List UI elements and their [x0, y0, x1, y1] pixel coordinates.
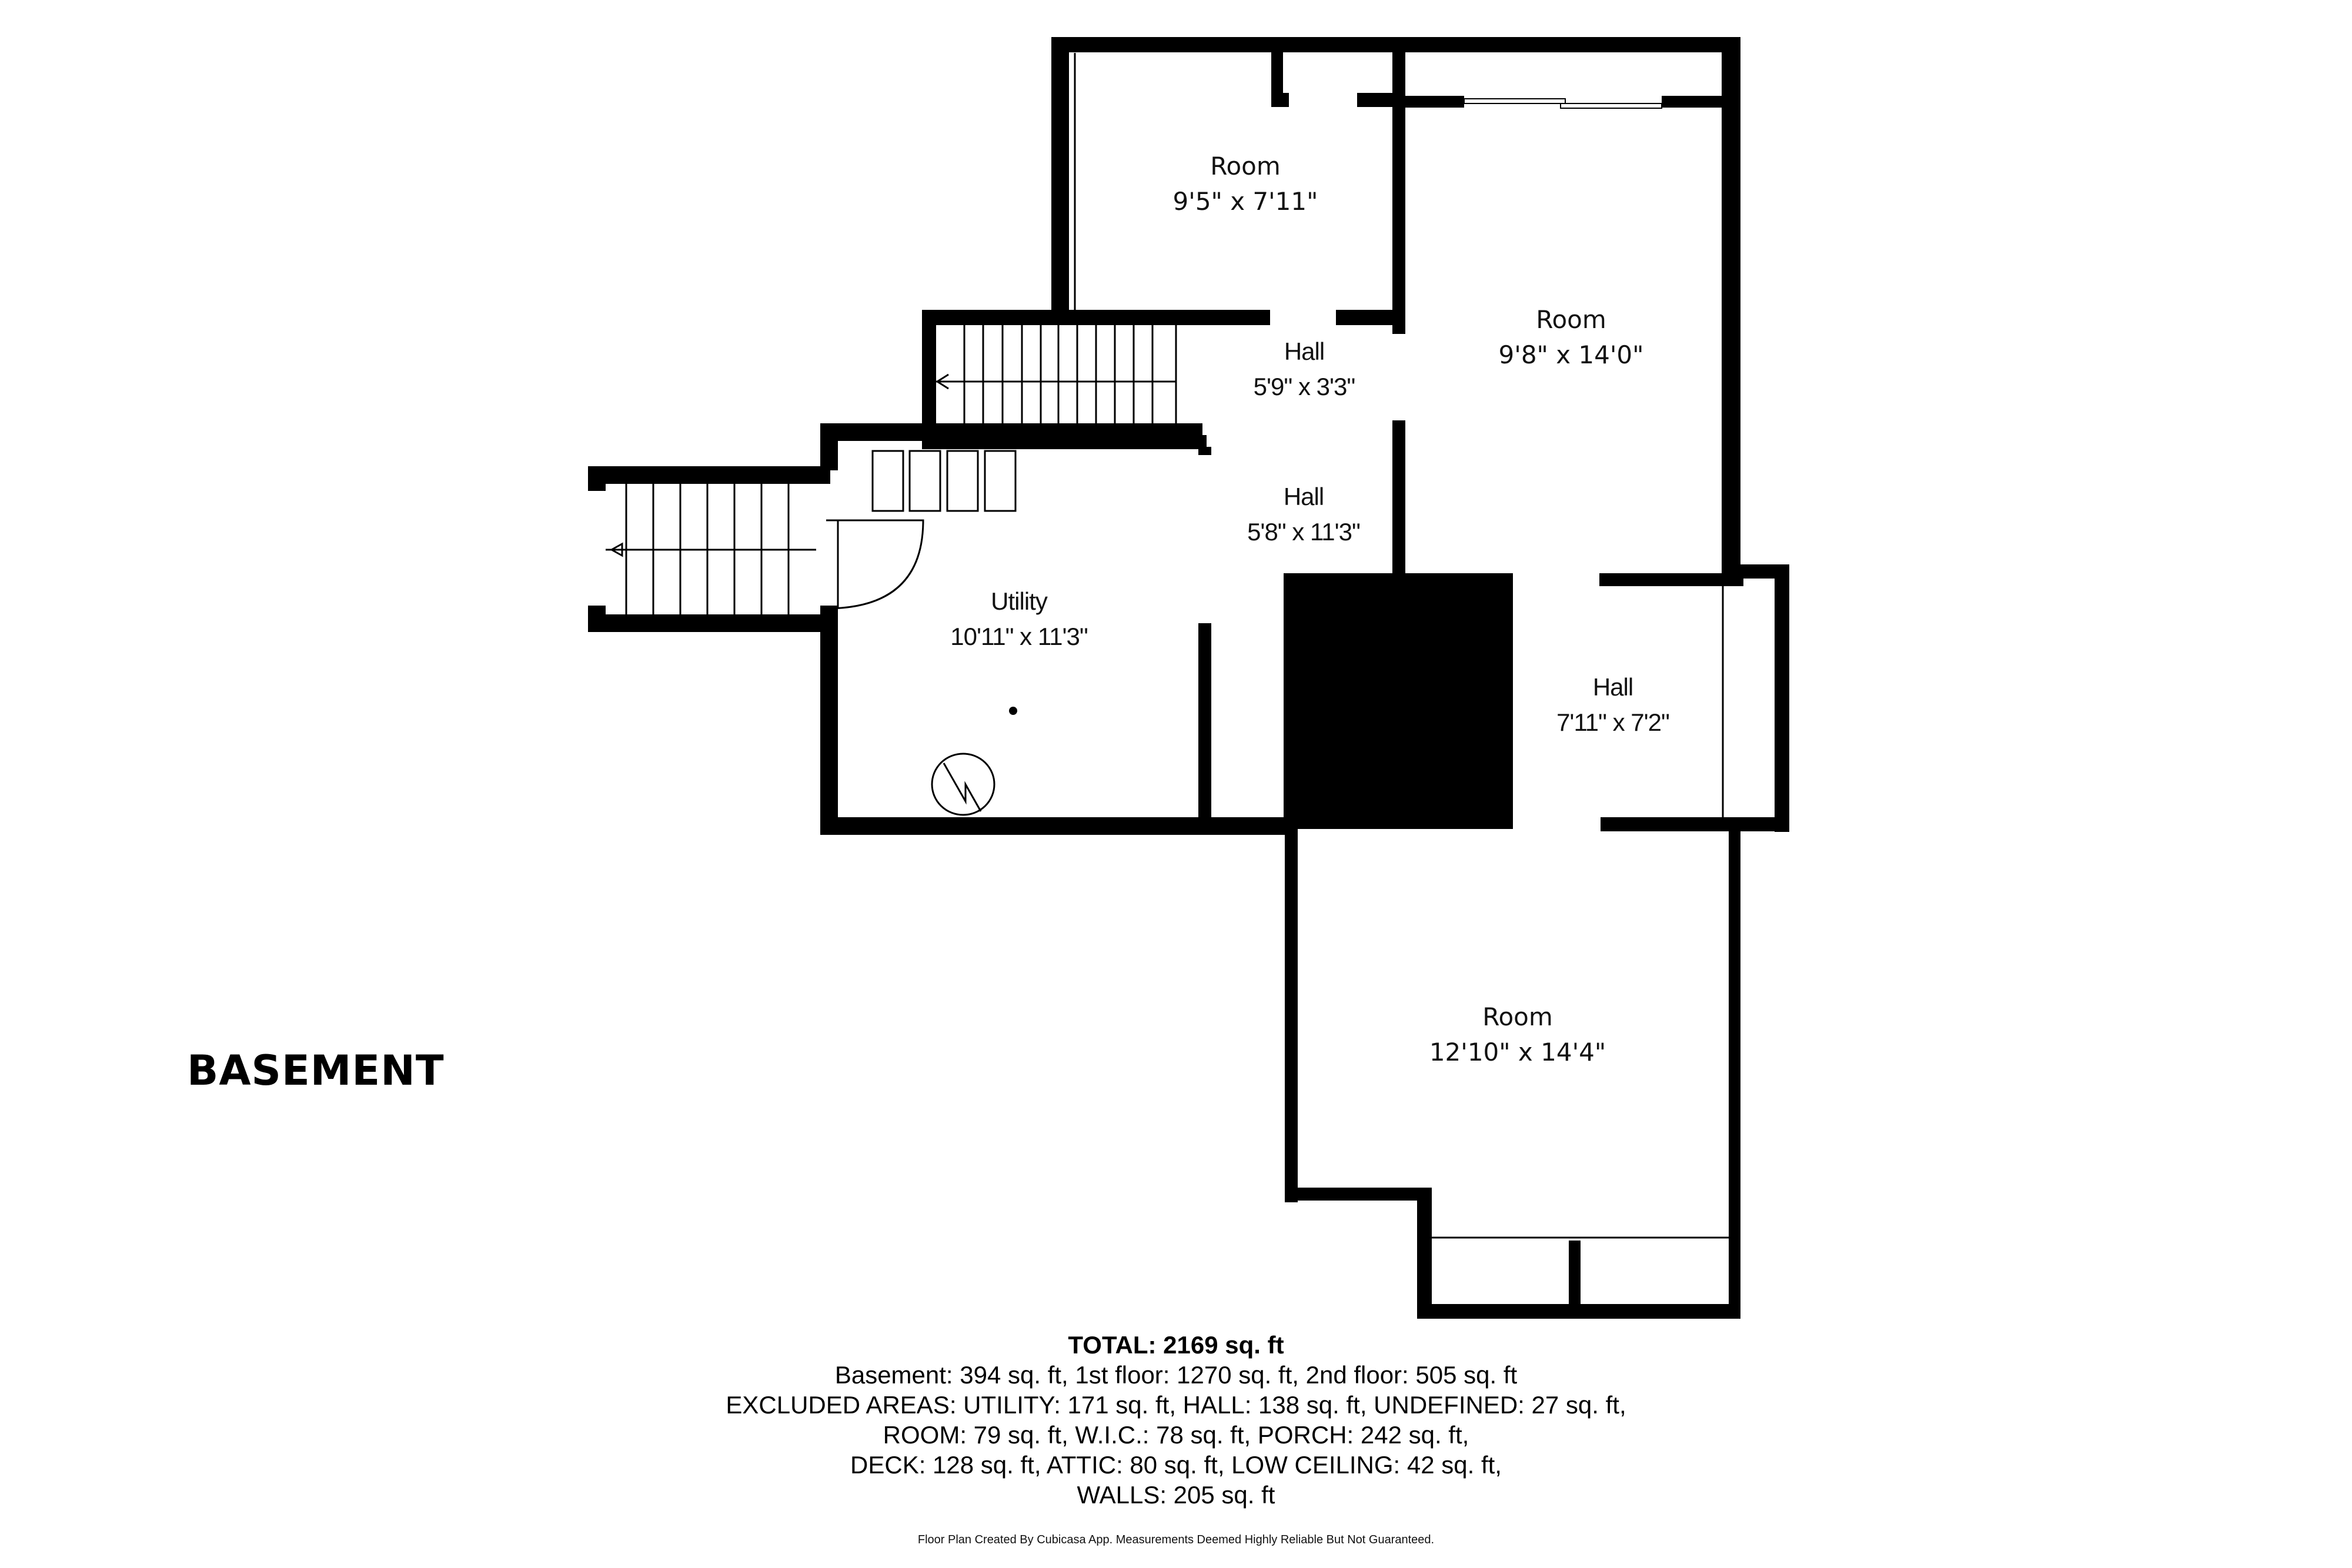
room-label-top-right: Room 9'8" x 14'0" — [1499, 302, 1644, 373]
door-swing-icon — [826, 519, 924, 610]
room-name: Room — [1482, 1002, 1553, 1031]
room-dims: 5'8" x 11'3" — [1247, 518, 1361, 546]
room-label-top-left: Room 9'5" x 7'11" — [1173, 149, 1318, 219]
room-dims: 12'10" x 14'4" — [1429, 1038, 1606, 1066]
area-summary: TOTAL: 2169 sq. ft Basement: 394 sq. ft,… — [0, 1330, 2352, 1510]
excluded-areas-2: ROOM: 79 sq. ft, W.I.C.: 78 sq. ft, PORC… — [883, 1421, 1469, 1449]
floor-areas: Basement: 394 sq. ft, 1st floor: 1270 sq… — [834, 1361, 1518, 1389]
middle-stairs — [936, 325, 1177, 436]
credit-disclaimer: Floor Plan Created By Cubicasa App. Meas… — [917, 1533, 1435, 1546]
room-name: Hall — [1284, 337, 1325, 365]
walls — [588, 37, 1789, 1319]
room-dims: 9'8" x 14'0" — [1498, 340, 1644, 369]
room-label-hall-long: Hall 5'8" x 11'3" — [1247, 479, 1361, 550]
room-label-hall-right: Hall 7'11" x 7'2" — [1556, 670, 1670, 740]
total-area: TOTAL: 2169 sq. ft — [1068, 1331, 1284, 1359]
water-heater-icon — [931, 753, 995, 816]
excluded-areas-3: DECK: 128 sq. ft, ATTIC: 80 sq. ft, LOW … — [850, 1451, 1502, 1479]
excluded-areas-1: EXCLUDED AREAS: UTILITY: 171 sq. ft, HAL… — [726, 1391, 1626, 1419]
room-label-bottom: Room 12'10" x 14'4" — [1429, 999, 1606, 1070]
floor-drain-icon — [1009, 707, 1017, 715]
room-name: Hall — [1283, 483, 1324, 510]
room-dims: 10'11" x 11'3" — [950, 623, 1088, 650]
room-dims: 5'9" x 3'3" — [1253, 373, 1356, 400]
room-name: Utility — [991, 587, 1048, 615]
excluded-areas-4: WALLS: 205 sq. ft — [1077, 1481, 1275, 1509]
room-dims: 7'11" x 7'2" — [1556, 708, 1670, 736]
room-name: Room — [1536, 305, 1606, 334]
floor-label: BASEMENT — [187, 1047, 445, 1095]
room-name: Room — [1210, 152, 1281, 180]
room-name: Hall — [1592, 673, 1633, 701]
room-label-utility: Utility 10'11" x 11'3" — [950, 584, 1088, 654]
room-label-hall-small: Hall 5'9" x 3'3" — [1253, 334, 1356, 404]
thin-lines — [606, 53, 1729, 1239]
room-dims: 9'5" x 7'11" — [1172, 187, 1318, 216]
left-stairs — [606, 484, 816, 614]
